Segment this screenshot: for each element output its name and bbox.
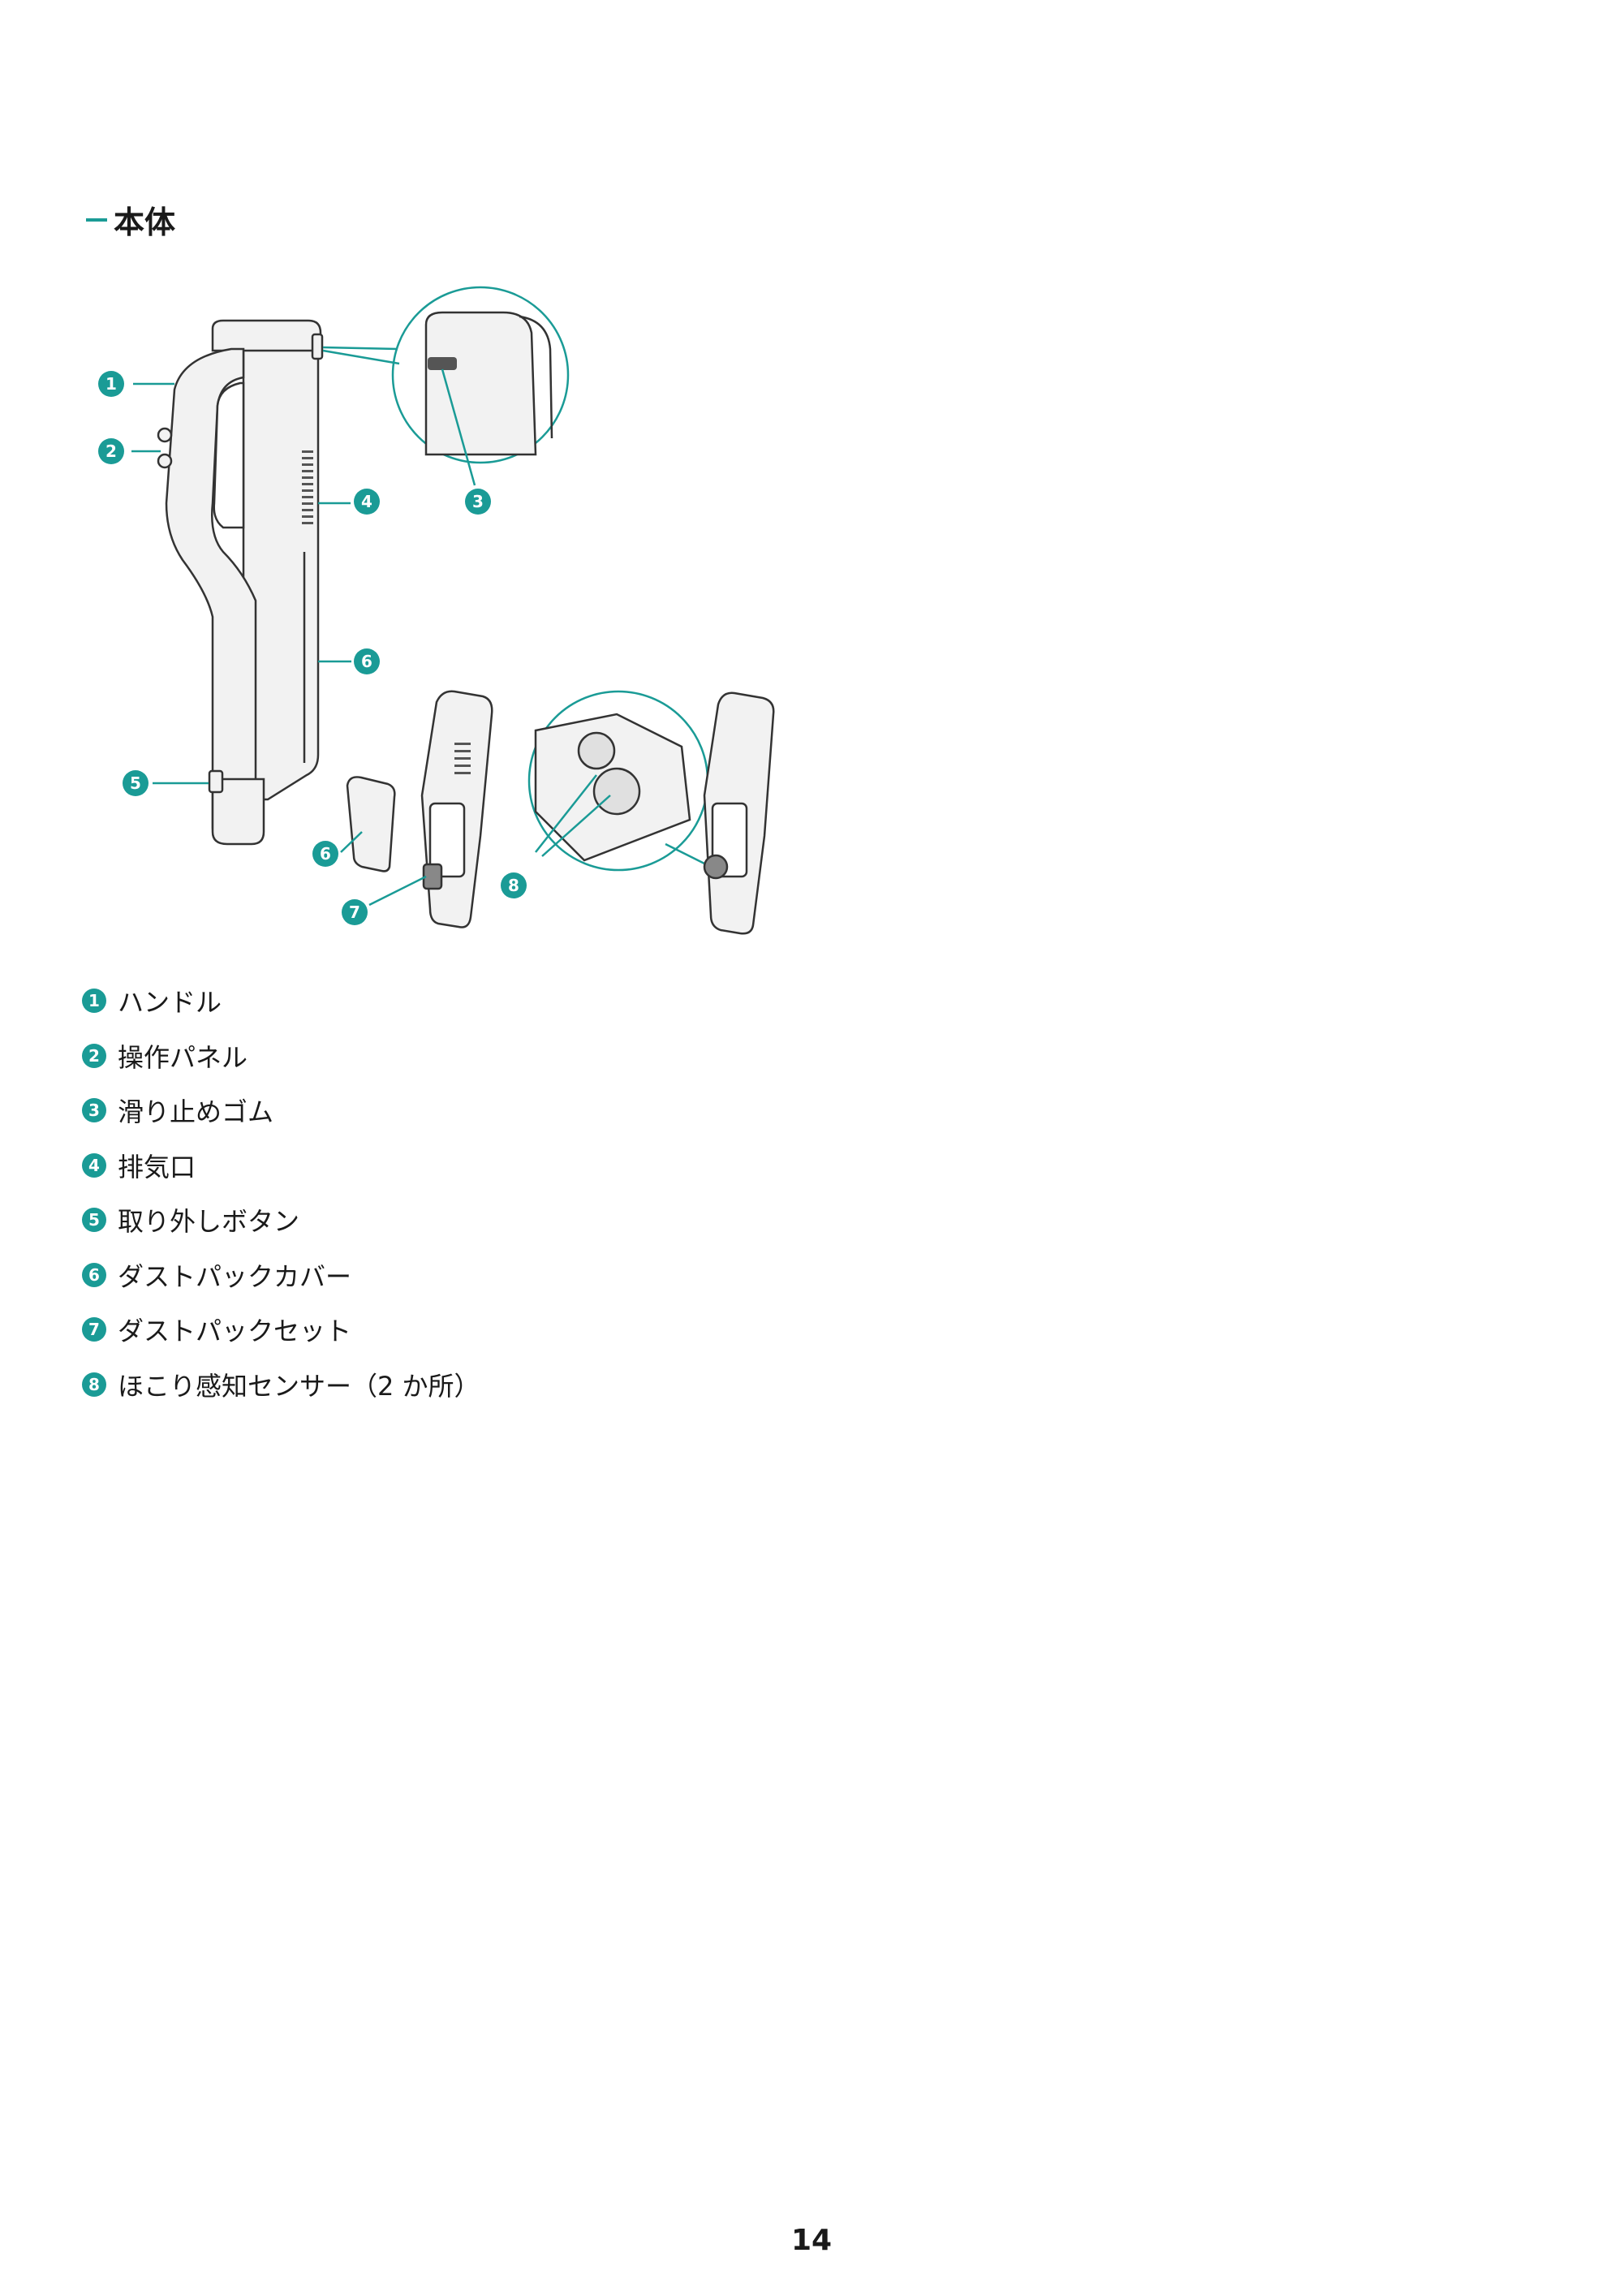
callout-circle	[465, 489, 491, 515]
dust-pack-cover	[346, 776, 396, 872]
callout-badge-6: 6	[354, 648, 380, 674]
power-button	[157, 427, 173, 443]
callout-circle	[354, 489, 380, 515]
legend-item: 7 ダストパックセット	[82, 1313, 480, 1346]
callout-badge-1: 1	[98, 371, 124, 397]
callout-number: 8	[508, 876, 519, 895]
callout-badge-5: 5	[123, 770, 149, 796]
top-detail-inset	[322, 286, 570, 486]
legend-label: 操作パネル	[118, 1041, 248, 1073]
legend-number: 7	[82, 1317, 106, 1342]
legend-label: 取り外しボタン	[118, 1206, 300, 1237]
sensor-detail-inset	[527, 690, 709, 872]
handle-opening	[213, 381, 245, 529]
callout-number: 5	[130, 773, 141, 793]
legend-number: 1	[82, 989, 106, 1013]
callout-badges: 1 2 3 4 5 6 6 7 8	[98, 371, 527, 925]
legend-item: 5 取り外しボタン	[82, 1204, 480, 1237]
legend-label: ほこり感知センサー（2 か所）	[118, 1370, 480, 1402]
callout-number: 2	[105, 442, 117, 461]
callout-badge-2: 2	[98, 438, 124, 464]
legend-item: 3 滑り止めゴム	[82, 1094, 480, 1127]
legend-number: 3	[82, 1098, 106, 1122]
legend-item: 1 ハンドル	[82, 984, 480, 1018]
top-cap	[211, 319, 322, 352]
legend-item: 6 ダストパックカバー	[82, 1259, 480, 1292]
right-unit	[703, 691, 775, 935]
parts-legend: 1 ハンドル 2 操作パネル 3 滑り止めゴム 4 排気口 5 取り外しボタン …	[82, 984, 480, 1423]
title-dash	[86, 218, 107, 222]
callout-badge-3: 3	[465, 489, 491, 515]
leader-lines	[131, 382, 427, 907]
callout-circle	[354, 648, 380, 674]
mode-button	[157, 453, 173, 469]
callout-number: 3	[472, 492, 484, 511]
legend-label: 滑り止めゴム	[118, 1096, 274, 1127]
legend-label: ハンドル	[118, 987, 222, 1018]
lower-grip	[211, 778, 265, 846]
legend-label: 排気口	[118, 1151, 196, 1182]
legend-number: 5	[82, 1208, 106, 1232]
legend-number: 6	[82, 1262, 106, 1287]
legend-number: 8	[82, 1372, 106, 1397]
callout-badge-7: 7	[342, 899, 368, 925]
legend-item: 4 排気口	[82, 1149, 480, 1182]
top-cap-nub	[311, 333, 324, 360]
section-title-text: 本体	[114, 205, 176, 240]
legend-label: ダストパックセット	[118, 1316, 352, 1346]
release-button	[208, 769, 224, 794]
exhaust-vents	[302, 450, 313, 524]
callout-number: 6	[320, 844, 331, 864]
callout-number: 6	[361, 652, 372, 671]
main-body-drawing	[157, 319, 324, 846]
callout-badge-8: 8	[501, 872, 527, 898]
legend-item: 8 ほこり感知センサー（2 か所）	[82, 1368, 480, 1402]
section-title: 本体	[86, 197, 175, 242]
legend-item: 2 操作パネル	[82, 1040, 480, 1073]
disassembled-vents	[454, 743, 471, 774]
callout-number: 4	[361, 492, 372, 511]
callout-circle	[501, 872, 527, 898]
dust-pack-slot	[428, 802, 466, 878]
callout-circle	[98, 371, 124, 397]
callout-badge-4: 4	[354, 489, 380, 515]
callout-circle	[123, 770, 149, 796]
callout-circle	[342, 899, 368, 925]
legend-label: ダストパックカバー	[118, 1260, 352, 1292]
callout-number: 7	[349, 902, 360, 922]
legend-number: 4	[82, 1152, 106, 1178]
callout-number: 1	[105, 374, 117, 394]
dust-pack-set	[422, 863, 443, 890]
callout-badge-6: 6	[312, 841, 338, 867]
anti-slip-rubber	[428, 357, 457, 370]
legend-number: 2	[82, 1043, 106, 1068]
callout-circle	[312, 841, 338, 867]
callout-circle	[98, 438, 124, 464]
page-number: 14	[790, 2224, 833, 2257]
disassembled-view	[346, 690, 493, 928]
product-illustration: 1 2 3 4 5 6 6 7 8	[98, 286, 775, 935]
